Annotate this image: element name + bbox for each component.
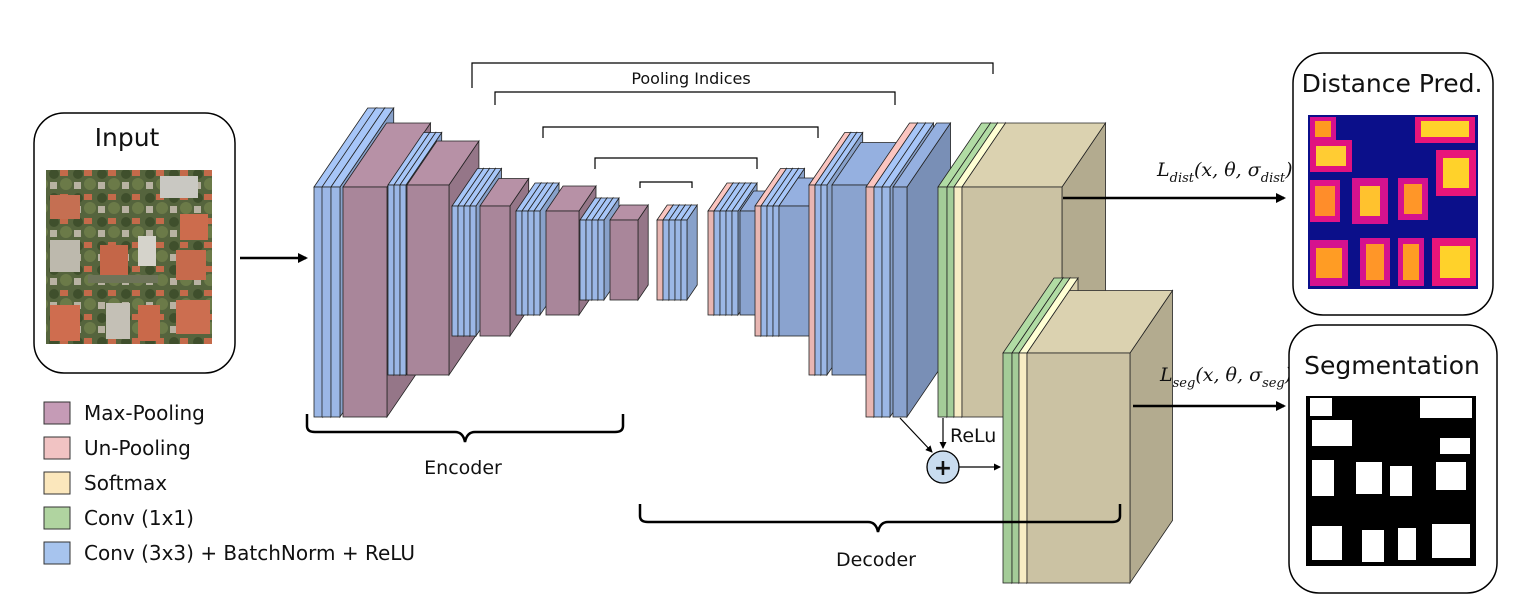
distance-title: Distance Pred. bbox=[1302, 69, 1483, 98]
legend-label-1: Un-Pooling bbox=[84, 436, 191, 460]
skip-arrow-to-plus bbox=[899, 417, 933, 453]
layer-conv3-27 bbox=[680, 203, 698, 302]
legend-label-0: Max-Pooling bbox=[84, 401, 205, 425]
pooling-connector-1 bbox=[471, 62, 994, 88]
legend-swatch-4 bbox=[43, 541, 71, 565]
pooling-connector-3 bbox=[542, 126, 819, 138]
pooling-connector-4 bbox=[594, 157, 758, 169]
layer-big-beige-54 bbox=[1026, 289, 1174, 585]
legend-label-2: Softmax bbox=[84, 471, 167, 495]
legend-label-3: Conv (1x1) bbox=[84, 506, 194, 530]
input-title: Input bbox=[95, 123, 160, 152]
distance-pred-panel: Distance Pred. bbox=[1292, 52, 1494, 316]
plus-icon: + bbox=[934, 456, 952, 481]
legend-swatch-0 bbox=[43, 401, 71, 425]
legend-swatch-3 bbox=[43, 506, 71, 530]
decoder-label: Decoder bbox=[836, 549, 916, 571]
distance-map-image bbox=[1308, 115, 1478, 289]
legend-swatch-2 bbox=[43, 471, 71, 495]
encoder-brace bbox=[305, 414, 625, 443]
decoder-brace bbox=[638, 504, 1122, 533]
pooling-connector-5 bbox=[639, 181, 693, 188]
aerial-image bbox=[46, 170, 212, 344]
pooling-connector-2 bbox=[494, 91, 896, 105]
pooling-indices-label: Pooling Indices bbox=[631, 69, 750, 88]
layer-max-pool-22 bbox=[609, 203, 649, 302]
legend-swatch-1 bbox=[43, 436, 71, 460]
segmentation-panel: Segmentation bbox=[1288, 324, 1498, 594]
loss-seg-label: Lseg(x, θ, σseg) bbox=[1159, 364, 1292, 391]
segmentation-mask-image bbox=[1306, 396, 1476, 566]
legend-label-4: Conv (3x3) + BatchNorm + ReLU bbox=[84, 541, 415, 565]
network-layers bbox=[313, 106, 1174, 585]
relu-label: ReLu bbox=[950, 425, 996, 447]
pooling-index-connectors bbox=[471, 62, 994, 188]
loss-dist-label: Ldist(x, θ, σdist) bbox=[1156, 159, 1293, 186]
encoder-label: Encoder bbox=[424, 457, 502, 479]
segmentation-title: Segmentation bbox=[1304, 351, 1480, 380]
skip-fusion: + ReLu bbox=[899, 417, 1001, 484]
input-panel: Input bbox=[33, 112, 236, 374]
